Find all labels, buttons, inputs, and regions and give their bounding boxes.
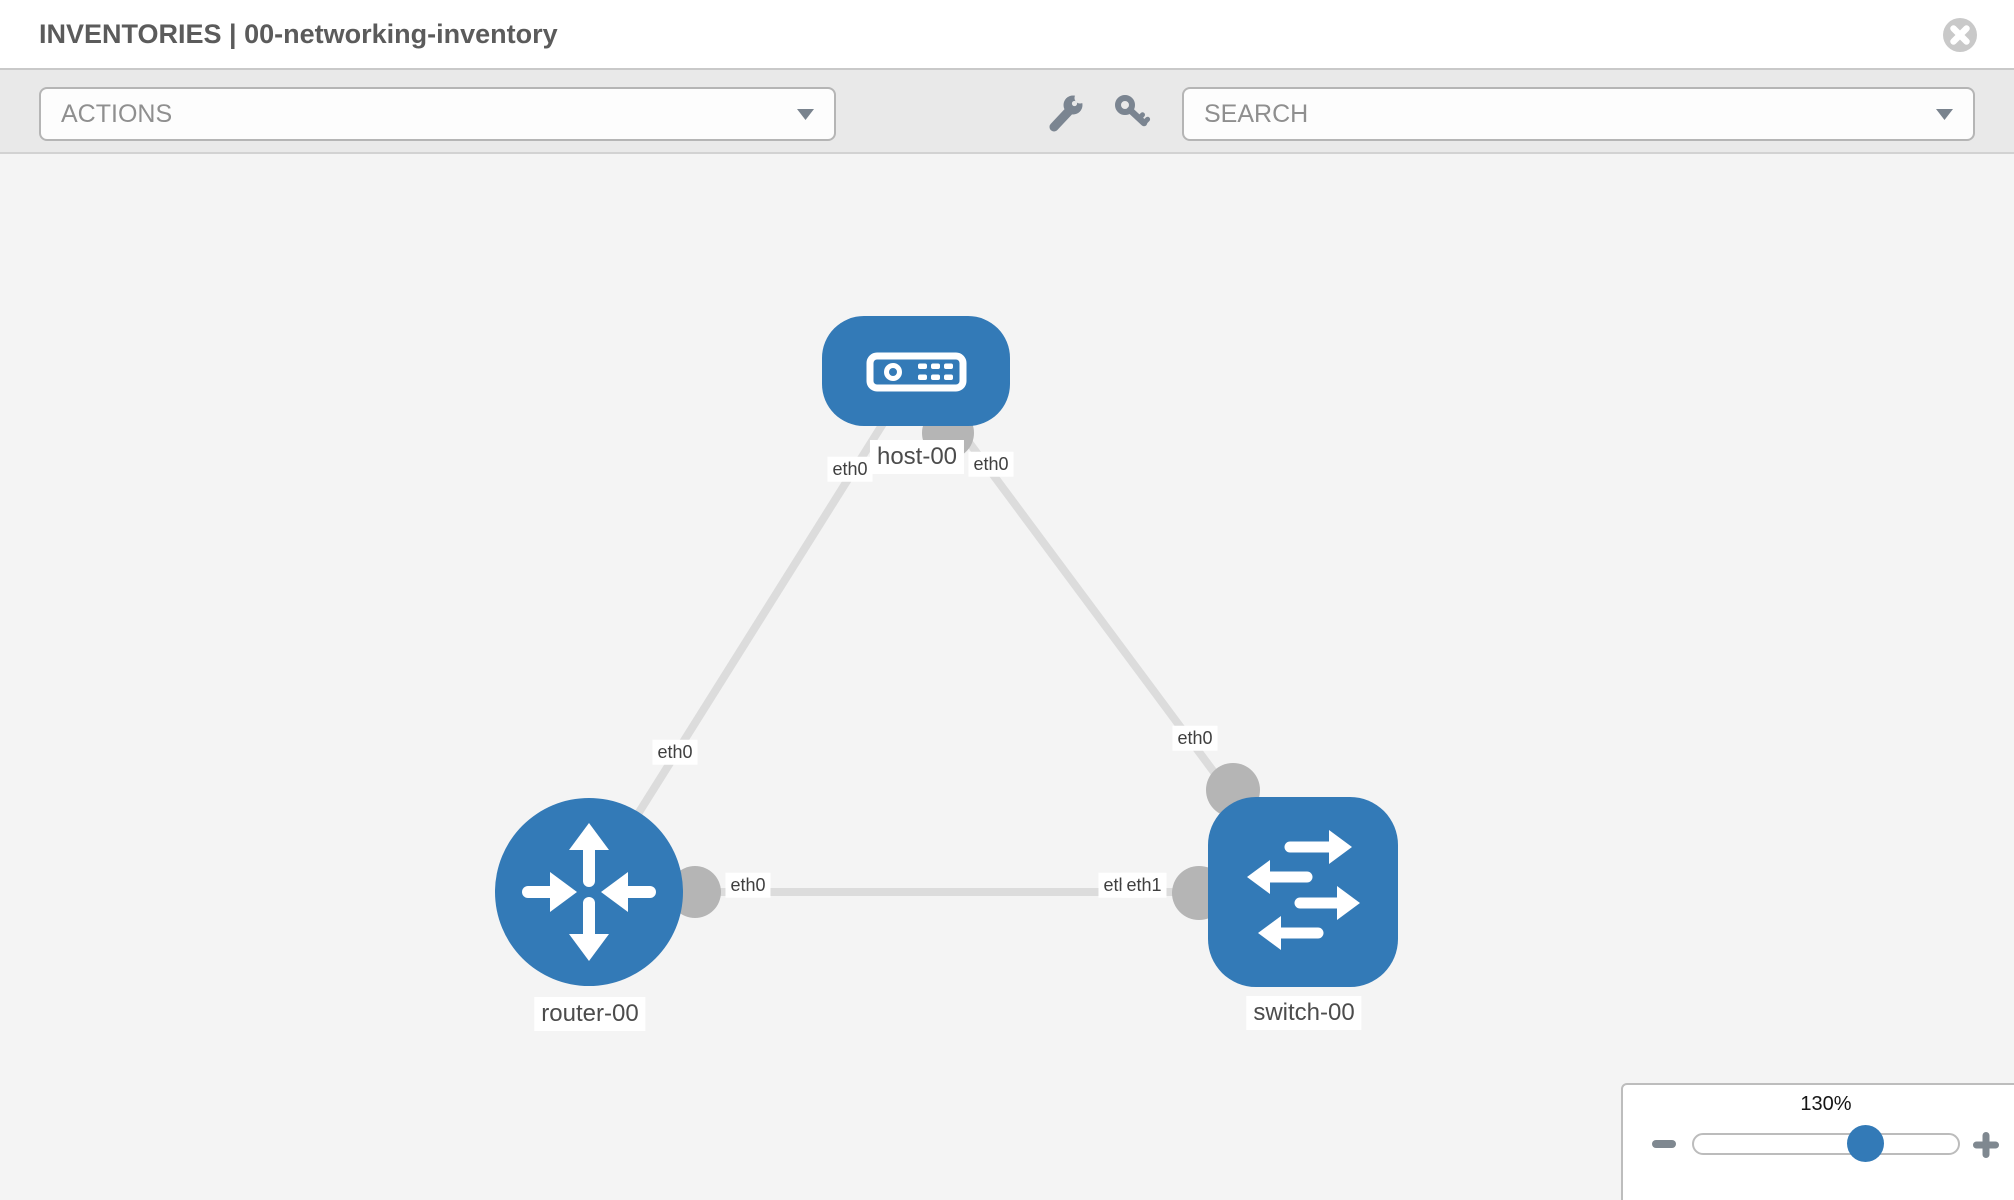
- node-label-router: router-00: [534, 997, 646, 1031]
- iface-label-router-right: eth0: [725, 872, 771, 898]
- chevron-down-icon: [1936, 108, 1953, 120]
- zoom-slider-thumb[interactable]: [1847, 1125, 1884, 1162]
- configure-button[interactable]: [1044, 92, 1088, 136]
- search-dropdown[interactable]: SEARCH: [1182, 87, 1975, 141]
- iface-label-host-right: eth0: [968, 451, 1014, 477]
- plus-icon: [1973, 1132, 1999, 1158]
- iface-label-host-switch: eth0: [1172, 725, 1218, 751]
- close-button[interactable]: [1941, 16, 1979, 54]
- zoom-panel: 130%: [1621, 1083, 2014, 1200]
- toolbar: ACTIONS SEARCH: [0, 70, 2014, 154]
- zoom-in-button[interactable]: [1973, 1132, 1999, 1158]
- zoom-level-label: 130%: [1800, 1093, 1852, 1115]
- chevron-down-icon: [797, 108, 814, 120]
- node-router[interactable]: [495, 798, 683, 986]
- close-icon: [1943, 18, 1977, 52]
- router-icon: [522, 823, 656, 961]
- topology-svg: [495, 316, 1398, 987]
- key-icon: [1115, 95, 1151, 127]
- node-label-switch: switch-00: [1246, 996, 1362, 1030]
- iface-label-host-router: eth0: [652, 739, 698, 765]
- iface-label-host-left: eth0: [827, 456, 873, 482]
- actions-dropdown-label: ACTIONS: [61, 99, 173, 128]
- page-title: INVENTORIES | 00-networking-inventory: [39, 19, 558, 49]
- actions-dropdown[interactable]: ACTIONS: [39, 87, 836, 141]
- node-switch[interactable]: [1208, 797, 1398, 987]
- iface-label-switch-left-front: eth1: [1121, 872, 1167, 898]
- zoom-out-button[interactable]: [1652, 1140, 1676, 1148]
- switch-icon: [1247, 830, 1360, 950]
- node-host[interactable]: [822, 316, 1010, 426]
- host-icon: [866, 352, 967, 392]
- key-button[interactable]: [1111, 92, 1155, 136]
- header: INVENTORIES | 00-networking-inventory: [0, 0, 2014, 70]
- wrench-icon: [1049, 92, 1086, 132]
- node-label-host: host-00: [869, 440, 965, 474]
- topology-canvas[interactable]: eth0 eth0 host-00 eth0 eth0 eth0 eth0 et…: [0, 154, 2014, 1200]
- zoom-slider-track[interactable]: [1692, 1133, 1960, 1155]
- search-dropdown-label: SEARCH: [1204, 99, 1309, 128]
